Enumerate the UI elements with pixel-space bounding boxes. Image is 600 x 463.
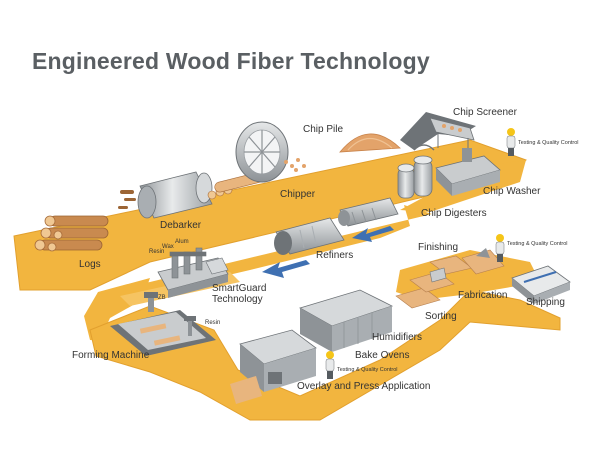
chip-washer-machine <box>435 148 501 196</box>
label-qc-2: Testing & Quality Control <box>507 241 568 247</box>
label-qc-3: Testing & Quality Control <box>337 367 398 373</box>
label-humidifiers: Humidifiers <box>372 332 423 343</box>
label-bake-ovens: Bake Ovens <box>355 350 410 361</box>
label-chip-washer: Chip Washer <box>483 186 541 197</box>
logs-pile <box>34 215 109 252</box>
chip-screener-machine <box>400 112 476 154</box>
label-chipper: Chipper <box>280 189 316 200</box>
shipping-pallet <box>511 265 571 304</box>
overlay-press-building <box>230 329 317 404</box>
label-chip-digesters: Chip Digesters <box>421 208 487 219</box>
qc-worker-2 <box>495 234 505 262</box>
smartguard-station <box>157 247 229 298</box>
finishing-machines <box>429 248 505 283</box>
label-refiners: Refiners <box>316 250 354 261</box>
label-alum: Alum <box>175 239 189 245</box>
label-chip-pile: Chip Pile <box>303 124 344 135</box>
label-sorting: Sorting <box>425 311 457 322</box>
label-forming-machine: Forming Machine <box>72 350 150 361</box>
label-finishing: Finishing <box>418 242 459 253</box>
refiners-machine <box>274 197 399 255</box>
label-resin-1: Resin <box>149 249 165 255</box>
label-logs: Logs <box>79 259 101 270</box>
chip-digesters <box>397 144 435 199</box>
page-title: Engineered Wood Fiber Technology <box>32 48 430 74</box>
label-chip-screener: Chip Screener <box>453 107 517 118</box>
qc-worker-3 <box>325 351 335 379</box>
label-overlay-press: Overlay and Press Application <box>297 381 431 392</box>
label-qc-1: Testing & Quality Control <box>518 140 579 146</box>
chip-pile <box>339 133 401 153</box>
label-debarker: Debarker <box>160 220 202 231</box>
label-fabrication: Fabrication <box>458 290 508 301</box>
qc-worker-1 <box>506 128 516 156</box>
chipper-machine <box>214 121 306 193</box>
label-wax: Wax <box>162 244 174 250</box>
label-resin-2: Resin <box>205 320 221 326</box>
label-shipping: Shipping <box>526 297 565 308</box>
label-smartguard: SmartGuard Technology <box>212 283 267 305</box>
label-zb: ZB <box>158 295 166 301</box>
flow-arrows <box>262 226 394 278</box>
forming-machine <box>110 292 216 356</box>
bake-ovens-building <box>298 289 394 352</box>
